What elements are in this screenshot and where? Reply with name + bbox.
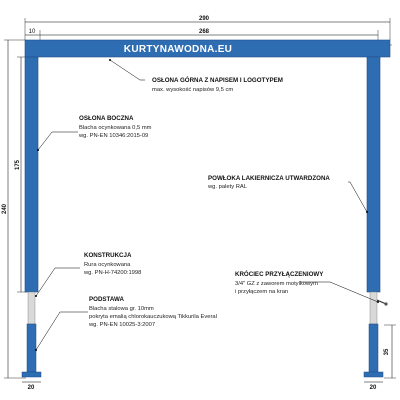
left-post-cover (24, 56, 39, 293)
leader-connector (300, 281, 379, 303)
top-cover-line1: max. wysokość napisów 9,5 cm (152, 87, 233, 93)
side-cover-line1: Blacha ocynkowana 0,5 mm (79, 125, 152, 131)
dimension-base-right: 20 (364, 381, 383, 391)
base-line3: wg. PN-EN 10025-3:2007 (88, 322, 155, 328)
left-leg (26, 323, 37, 373)
connector-valve-icon (376, 299, 388, 306)
leader-construction (35, 267, 80, 297)
left-offset-value: 10 (29, 29, 36, 35)
connector-title: KRÓCIEC PRZYŁĄCZENIOWY (235, 270, 324, 278)
label-construction: KONSTRUKCJA Rura ocynkowana wg. PN-H-742… (83, 252, 141, 276)
label-top-cover: OSŁONA GÓRNA Z NAPISEM I LOGOTYPEM max. … (152, 76, 283, 93)
top-cover-title: OSŁONA GÓRNA Z NAPISEM I LOGOTYPEM (152, 76, 283, 84)
base-line2: pokryta emalią chlorokauczukową Tikkuril… (89, 314, 217, 320)
base-title: PODSTAWA (89, 296, 124, 303)
leader-coating (348, 181, 368, 213)
inner-width-value: 268 (199, 29, 210, 35)
label-base: PODSTAWA Blacha stalowa gr. 10mm pokryta… (88, 296, 217, 328)
label-coating: POWŁOKA LAKIERNICZA UTWARDZONA wg. palet… (207, 175, 330, 190)
label-connector: KRÓCIEC PRZYŁĄCZENIOWY 3/4" GZ z zaworem… (235, 270, 324, 295)
coating-line1: wg. palety RAL (207, 184, 248, 190)
label-side-cover: OSŁONA BOCZNA Blacha ocynkowana 0,5 mm w… (78, 115, 152, 139)
leader-top-cover (109, 59, 145, 81)
side-cover-line2: wg. PN-EN 10346:2015-09 (78, 133, 148, 139)
coating-title: POWŁOKA LAKIERNICZA UTWARDZONA (208, 175, 330, 182)
base-right-value: 20 (370, 385, 377, 391)
right-post-cover (366, 56, 381, 293)
base-height-value: 35 (384, 348, 390, 355)
base-left-value: 20 (28, 385, 35, 391)
top-beam (24, 39, 391, 58)
dimension-total-width: 290 (24, 16, 391, 40)
side-cover-title: OSŁONA BOCZNA (79, 115, 134, 122)
leader-side-cover (37, 131, 78, 151)
base-line1: Blacha stalowa gr. 10mm (89, 306, 154, 312)
construction-line1: Rura ocynkowana (84, 262, 131, 268)
left-pipe (27, 291, 36, 325)
right-leg (368, 323, 379, 373)
banner-text: KURTYNAWODNA.EU (124, 44, 232, 55)
right-base-plate (363, 371, 384, 378)
dimension-base-height: 35 (384, 324, 396, 379)
total-height-value: 240 (2, 203, 8, 214)
leader-base (35, 311, 88, 351)
total-width-value: 290 (199, 16, 210, 22)
connector-line1: 3/4" GZ z zaworem motylkowym (235, 281, 318, 287)
dimension-base-left: 20 (22, 381, 41, 391)
construction-line2: wg. PN-H-74200:1998 (83, 270, 141, 276)
dimension-inner-width: 268 (39, 29, 379, 40)
dimension-left-offset: 10 (25, 29, 40, 36)
side-height-value: 175 (15, 159, 21, 170)
left-base-plate (21, 371, 42, 378)
right-pipe (369, 291, 378, 325)
dimension-total-height: 240 (2, 39, 26, 379)
construction-title: KONSTRUKCJA (84, 252, 132, 259)
connector-line2: i przyłączem na kran (235, 289, 288, 295)
